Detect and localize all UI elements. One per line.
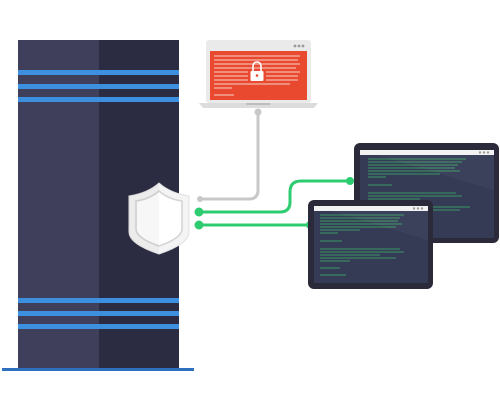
tablet-front-glare [314, 206, 428, 240]
laptop [199, 40, 318, 108]
laptop-base [199, 103, 318, 108]
tablet-front-screen [314, 206, 428, 283]
server-front-panel [18, 40, 99, 370]
tablet-front [308, 200, 433, 289]
shield-connectors [194, 196, 204, 230]
tablet-back-glare [360, 150, 494, 190]
server-bottom-stripes [18, 298, 179, 329]
laptop-screen-text-lines [214, 55, 300, 96]
tablet-back-cable [198, 179, 352, 214]
tablet-back-titlebar [360, 150, 494, 155]
lock-icon [250, 61, 264, 81]
laptop-cable [198, 110, 260, 201]
tablet-front-code-lines [320, 214, 404, 276]
laptop-notch [246, 103, 270, 105]
laptop-window-controls [293, 44, 305, 48]
cables [198, 110, 352, 227]
tablet-front-window-controls [412, 207, 424, 210]
server-top-stripes [18, 70, 179, 102]
server-base-line [2, 368, 194, 371]
shield-icon [128, 182, 190, 255]
tablet-back-window-controls [478, 151, 490, 154]
tablet-front-titlebar [314, 206, 428, 211]
